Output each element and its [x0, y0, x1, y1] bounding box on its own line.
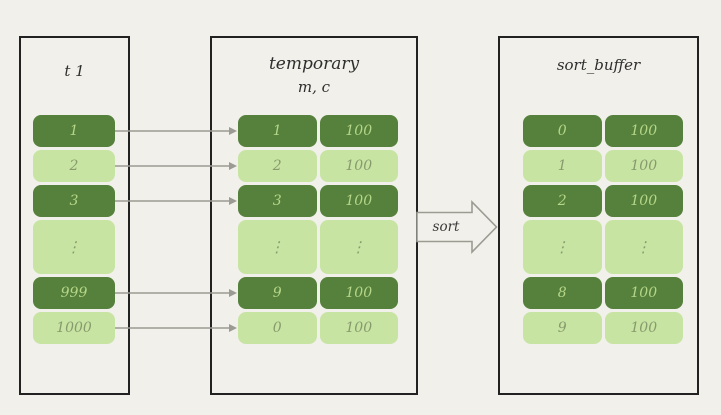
cell-c: 100 [319, 185, 398, 217]
table-row: 9 100 [523, 312, 683, 344]
row-value: 2 [33, 150, 115, 182]
cell-c: 100 [604, 115, 683, 147]
cell-c: 100 [604, 185, 683, 217]
cell-m: 3 [238, 185, 317, 217]
sort-buffer-box: sort_buffer 0 100 1 100 2 100 ⋮ ⋮ 8 100 … [498, 36, 699, 395]
row-value: 3 [33, 185, 115, 217]
vertical-ellipsis: ⋮ [523, 220, 602, 274]
table-row: 999 [33, 277, 115, 309]
temporary-subtitle: m, c [297, 78, 331, 96]
temporary-rows: 1 100 2 100 3 100 ⋮ ⋮ 9 100 0 100 [238, 115, 398, 344]
vertical-ellipsis: ⋮ [604, 220, 683, 274]
cell-m: 2 [523, 185, 602, 217]
table-row: 2 100 [523, 185, 683, 217]
ellipsis-row: ⋮ [33, 220, 115, 274]
cell-m: 2 [238, 150, 317, 182]
t1-title: t 1 [64, 62, 85, 80]
table-row: 1 [33, 115, 115, 147]
vertical-ellipsis: ⋮ [238, 220, 317, 274]
sort-buffer-rows: 0 100 1 100 2 100 ⋮ ⋮ 8 100 9 100 [523, 115, 683, 344]
ellipsis-row: ⋮ ⋮ [238, 220, 398, 274]
cell-m: 8 [523, 277, 602, 309]
table-row: 3 [33, 185, 115, 217]
cell-c: 100 [319, 150, 398, 182]
sort-buffer-title: sort_buffer [556, 56, 641, 74]
ellipsis-row: ⋮ ⋮ [523, 220, 683, 274]
table-row: 0 100 [523, 115, 683, 147]
table-row: 2 [33, 150, 115, 182]
table-row: 1 100 [523, 150, 683, 182]
table-row: 0 100 [238, 312, 398, 344]
table-row: 8 100 [523, 277, 683, 309]
sort-arrow-label: sort [432, 219, 460, 235]
cell-m: 9 [523, 312, 602, 344]
cell-c: 100 [319, 312, 398, 344]
temporary-title: temporary [268, 54, 360, 74]
cell-c: 100 [319, 115, 398, 147]
table-row: 2 100 [238, 150, 398, 182]
cell-m: 1 [238, 115, 317, 147]
cell-c: 100 [319, 277, 398, 309]
temporary-table-box: temporary m, c 1 100 2 100 3 100 ⋮ ⋮ 9 1… [210, 36, 418, 395]
row-value: 1000 [33, 312, 115, 344]
cell-c: 100 [604, 150, 683, 182]
row-value: 999 [33, 277, 115, 309]
vertical-ellipsis: ⋮ [319, 220, 398, 274]
vertical-ellipsis: ⋮ [33, 220, 115, 274]
table-row: 1 100 [238, 115, 398, 147]
cell-m: 9 [238, 277, 317, 309]
cell-c: 100 [604, 312, 683, 344]
cell-c: 100 [604, 277, 683, 309]
row-value: 1 [33, 115, 115, 147]
table-row: 1000 [33, 312, 115, 344]
table-row: 9 100 [238, 277, 398, 309]
cell-m: 1 [523, 150, 602, 182]
cell-m: 0 [523, 115, 602, 147]
cell-m: 0 [238, 312, 317, 344]
t1-table-box: t 1 1 2 3 ⋮ 999 1000 [19, 36, 130, 395]
t1-rows: 1 2 3 ⋮ 999 1000 [33, 115, 115, 344]
table-row: 3 100 [238, 185, 398, 217]
